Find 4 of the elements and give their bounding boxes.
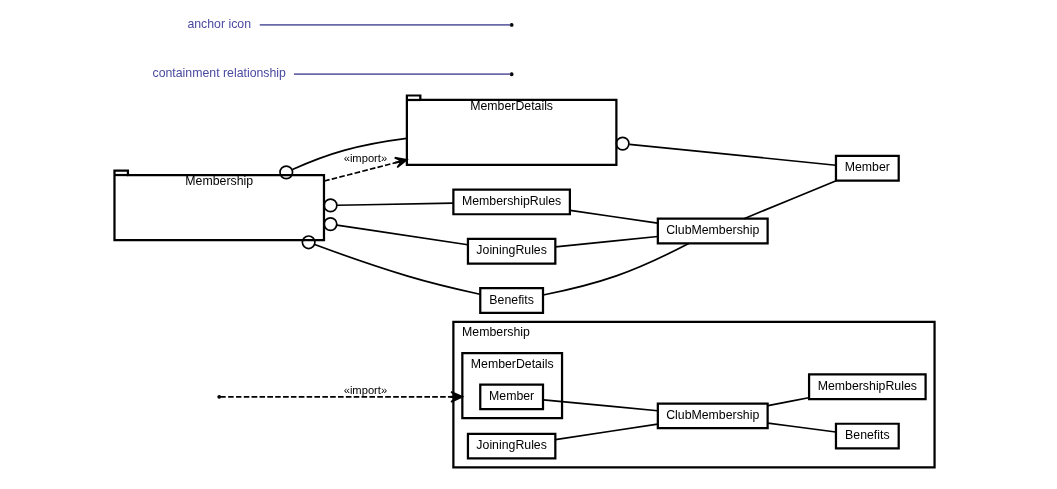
- node-text: containment relationship: [152, 66, 286, 81]
- edge-label: «import»: [343, 383, 387, 396]
- edge-label: «import»: [343, 151, 387, 164]
- node-text: anchor icon: [186, 17, 251, 32]
